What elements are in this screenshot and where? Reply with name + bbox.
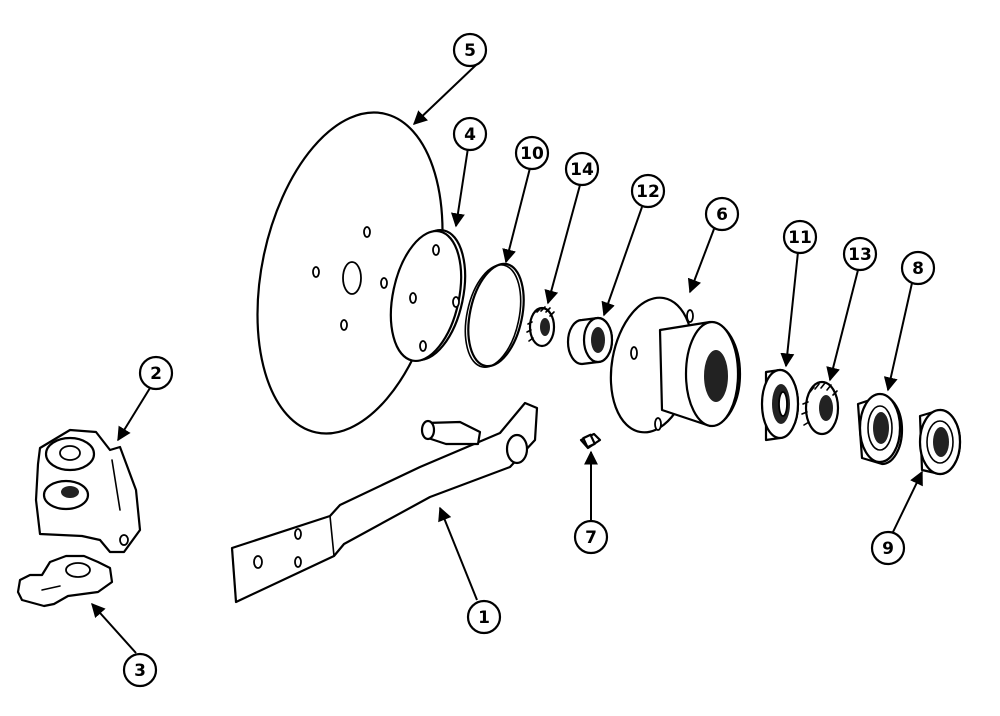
callout-9: 9 xyxy=(870,530,906,566)
part-hub xyxy=(609,296,742,434)
part-bracket xyxy=(34,428,142,554)
callout-11: 11 xyxy=(782,219,818,255)
callout-label-1: 1 xyxy=(478,608,490,628)
part-flange-plate xyxy=(389,228,467,363)
part-seal xyxy=(856,392,904,466)
callout-4: 4 xyxy=(452,116,488,152)
callout-label-12: 12 xyxy=(636,182,660,202)
callout-6: 6 xyxy=(704,196,740,232)
callout-label-10: 10 xyxy=(520,144,544,164)
callout-14: 14 xyxy=(564,151,600,187)
part-bearing-cup-inner xyxy=(566,316,614,366)
callout-12: 12 xyxy=(630,173,666,209)
callout-label-14: 14 xyxy=(570,160,594,180)
callout-label-6: 6 xyxy=(716,205,728,225)
callout-label-11: 11 xyxy=(788,228,812,248)
callout-label-7: 7 xyxy=(585,528,597,548)
part-bearing-cup-outer xyxy=(760,368,800,442)
leader-lines xyxy=(91,64,923,654)
callout-2: 2 xyxy=(138,355,174,391)
part-arm xyxy=(230,401,539,604)
callout-10: 10 xyxy=(514,135,550,171)
part-bearing-cone-outer xyxy=(801,380,840,436)
part-dust-cap xyxy=(918,408,962,476)
part-cap-disc xyxy=(464,262,525,368)
callout-label-2: 2 xyxy=(150,364,162,384)
callout-13: 13 xyxy=(842,236,878,272)
callout-label-13: 13 xyxy=(848,245,872,265)
callout-label-4: 4 xyxy=(464,125,476,145)
callout-7: 7 xyxy=(573,519,609,555)
callout-label-9: 9 xyxy=(882,539,894,559)
callout-8: 8 xyxy=(900,250,936,286)
callout-label-8: 8 xyxy=(912,259,924,279)
part-bearing-cone-inner xyxy=(526,306,556,348)
callout-5: 5 xyxy=(452,32,488,68)
callout-label-3: 3 xyxy=(134,661,146,681)
part-clamp xyxy=(16,554,114,608)
part-grease-fitting xyxy=(579,432,602,450)
callout-1: 1 xyxy=(466,599,502,635)
callout-3: 3 xyxy=(122,652,158,688)
callout-label-5: 5 xyxy=(464,41,476,61)
